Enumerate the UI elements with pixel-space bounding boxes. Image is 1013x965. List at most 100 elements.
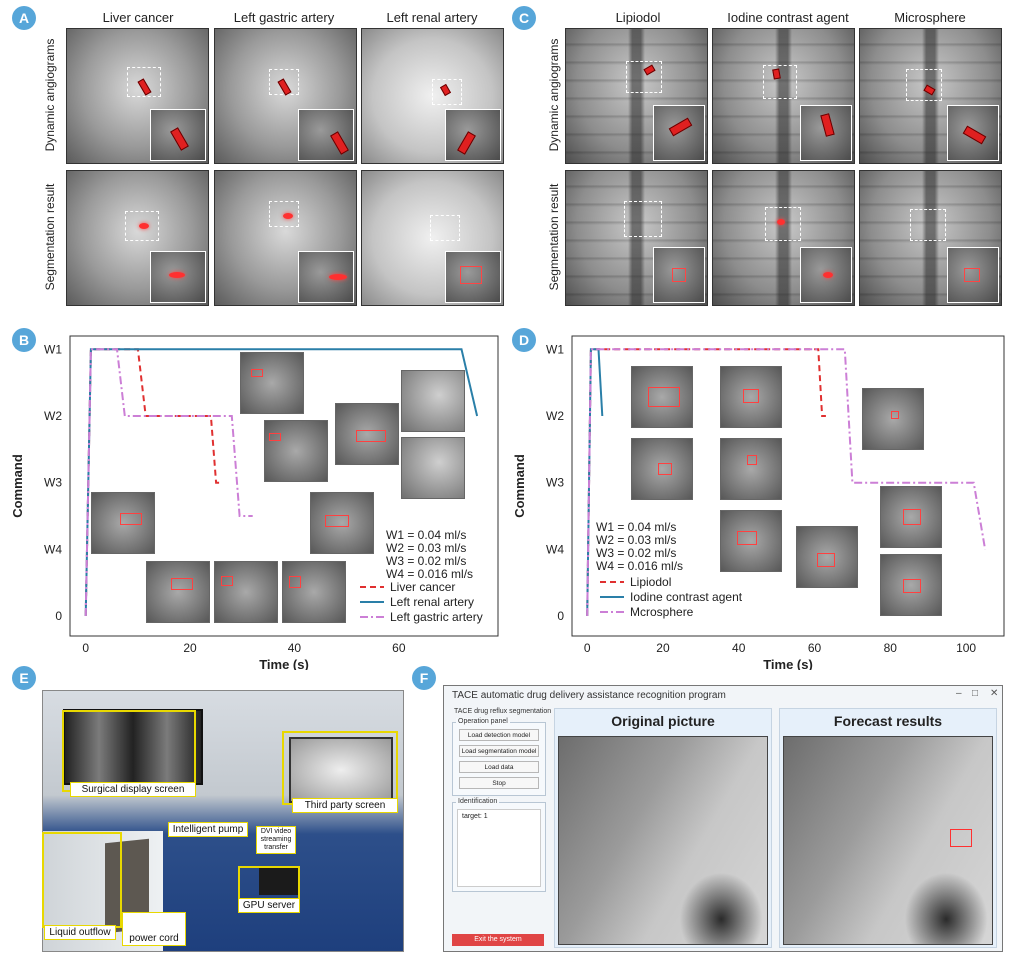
detection-box — [950, 829, 972, 847]
roi-box — [432, 79, 462, 105]
red-arrow-icon — [962, 125, 987, 145]
roi-box — [626, 61, 662, 93]
load-detection-model-button[interactable]: Load detection model — [459, 729, 539, 741]
identification-caption: Identification — [456, 798, 500, 805]
chart-b-annotation-w3: W3 = 0.02 ml/s — [386, 554, 467, 568]
segmentation-microsphere — [859, 170, 1002, 306]
zoom-inset — [150, 109, 206, 161]
panel-a-row-2: Segmentation result — [43, 183, 57, 291]
zoom-inset — [445, 109, 501, 161]
panel-e-badge: E — [12, 666, 36, 690]
y-tick-label: 0 — [55, 609, 62, 623]
label-third-party: Third party screen — [292, 798, 398, 813]
highlight-surgical-screen — [62, 710, 196, 792]
red-arrow-icon — [457, 131, 476, 155]
y-tick-label: W3 — [44, 476, 62, 490]
load-segmentation-model-button[interactable]: Load segmentation model — [459, 745, 539, 757]
section-title: TACE drug reflux segmentation — [454, 708, 552, 715]
legend-label: Left renal artery — [390, 595, 474, 609]
chart-d-thumb — [631, 366, 693, 428]
panel-c-row-2: Segmentation result — [547, 183, 561, 291]
load-data-button[interactable]: Load data — [459, 761, 539, 773]
close-button[interactable]: ✕ — [990, 688, 999, 699]
highlight-outflow — [42, 832, 122, 928]
zoom-inset — [653, 247, 705, 303]
zoom-inset — [298, 251, 354, 303]
segmented-region — [823, 272, 833, 278]
red-arrow-icon — [330, 131, 349, 155]
highlight-third-party — [282, 731, 398, 805]
x-tick-label: 100 — [956, 641, 976, 655]
y-tick-label: W3 — [546, 476, 564, 490]
y-tick-label: W4 — [546, 542, 564, 556]
legend-label: Iodine contrast agent — [630, 590, 743, 604]
original-picture-image — [558, 736, 768, 945]
chart-b-annotation-w1: W1 = 0.04 ml/s — [386, 528, 467, 542]
forecast-results-title: Forecast results — [833, 713, 943, 729]
panel-a-col-3: Left renal artery — [386, 10, 478, 25]
angiogram-liver-cancer — [66, 28, 209, 164]
segmentation-lipiodol — [565, 170, 708, 306]
panel-c-row-1: Dynamic angiograms — [547, 38, 561, 152]
maximize-button[interactable]: □ — [972, 688, 979, 699]
chart-d-annotation-w1: W1 = 0.04 ml/s — [596, 520, 677, 534]
label-dvi: DVI video streaming transfer — [256, 826, 296, 854]
roi-box — [269, 201, 299, 227]
target-text: target: 1 — [462, 813, 488, 820]
roi-box — [430, 215, 460, 241]
x-tick-label: 60 — [808, 641, 822, 655]
chart-b-thumb — [401, 437, 465, 499]
label-liquid-outflow: Liquid outflow — [44, 925, 116, 940]
y-tick-label: W1 — [44, 342, 62, 356]
minimize-button[interactable]: – — [956, 688, 962, 699]
y-tick-label: W4 — [44, 542, 62, 556]
x-tick-label: 0 — [584, 641, 591, 655]
chart-d-thumb — [880, 486, 942, 548]
y-axis-label: Command — [512, 454, 527, 518]
panel-c-col-3: Microsphere — [894, 10, 966, 25]
y-axis-label: Command — [10, 454, 25, 518]
chart-d-thumb — [720, 438, 782, 500]
chart-d-annotation-w2: W2 = 0.03 ml/s — [596, 533, 677, 547]
panel-c-col-1: Lipiodol — [615, 10, 661, 25]
forecast-results-image — [783, 736, 993, 945]
sidebar: TACE drug reflux segmentation Operation … — [452, 708, 552, 948]
panel-c-col-2: Iodine contrast agent — [727, 10, 849, 25]
legend-label: Left gastric artery — [390, 610, 483, 624]
x-tick-label: 80 — [884, 641, 898, 655]
roi-box — [125, 211, 159, 241]
x-tick-label: 0 — [82, 641, 89, 655]
red-arrow-icon — [772, 68, 781, 80]
stop-button[interactable]: Stop — [459, 777, 539, 789]
red-box — [672, 268, 686, 282]
label-surgical-display: Surgical display screen — [70, 782, 196, 797]
window-title: TACE automatic drug delivery assistance … — [452, 690, 726, 701]
segmentation-left-renal — [361, 170, 504, 306]
segmentation-liver-cancer — [66, 170, 209, 306]
angiogram-microsphere — [859, 28, 1002, 164]
chart-d-thumb — [880, 554, 942, 616]
identification-output[interactable]: target: 1 — [457, 809, 541, 887]
exit-system-button[interactable]: Exit the system — [452, 934, 544, 946]
zoom-inset — [150, 251, 206, 303]
operating-room-photo — [42, 690, 404, 952]
y-tick-label: W1 — [546, 342, 564, 356]
roi-box — [763, 65, 797, 99]
panel-a-col-2: Left gastric artery — [233, 10, 335, 25]
panel-b-badge: B — [12, 328, 36, 352]
chart-d-thumb — [720, 366, 782, 428]
zoom-inset — [947, 247, 999, 303]
identification-panel: Identification target: 1 — [452, 798, 546, 892]
red-box — [964, 268, 980, 282]
chart-b-thumb — [240, 352, 304, 414]
label-gpu: GPU server — [238, 898, 300, 913]
x-axis-label: Time (s) — [259, 657, 309, 670]
panel-d-badge: D — [512, 328, 536, 352]
chart-d-thumb — [631, 438, 693, 500]
angiogram-lipiodol — [565, 28, 708, 164]
legend-label: Liver cancer — [390, 580, 455, 594]
chart-d-annotation-w3: W3 = 0.02 ml/s — [596, 546, 677, 560]
zoom-inset — [800, 247, 852, 303]
